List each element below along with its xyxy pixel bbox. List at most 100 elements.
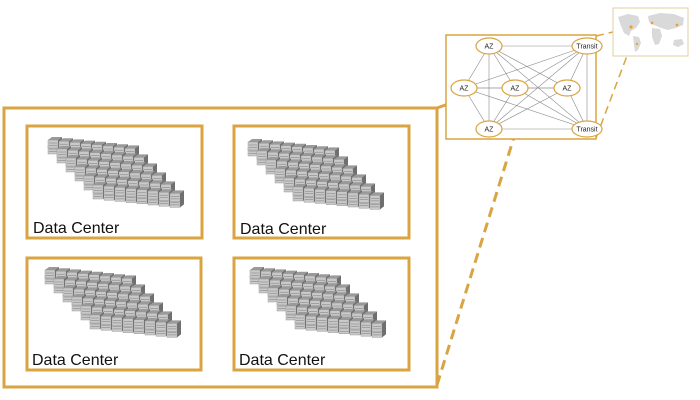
server-top [125, 307, 139, 311]
server-top [350, 182, 364, 186]
server-top [134, 316, 148, 320]
server-top [120, 283, 134, 287]
server-top [279, 286, 293, 290]
server-top [136, 309, 150, 312]
server-top [330, 172, 344, 175]
server-front [347, 192, 359, 202]
server-side [180, 190, 184, 202]
server-top [306, 177, 320, 181]
server-top [107, 289, 121, 293]
server-top [301, 288, 315, 292]
server-front [169, 193, 181, 202]
server-top [117, 176, 131, 180]
server-top [149, 302, 163, 306]
server-top [56, 268, 70, 272]
network-node-az-top: AZ [475, 37, 503, 55]
server-top [363, 311, 377, 315]
network-node-az-right: AZ [553, 79, 581, 97]
server-top [114, 306, 128, 310]
server-top [259, 140, 273, 144]
server-top [112, 314, 126, 318]
server-top [325, 283, 339, 287]
server-top [341, 309, 355, 312]
server-top [152, 172, 166, 176]
server-top [343, 165, 357, 169]
network-node-ellipse [475, 120, 503, 138]
server-top [268, 285, 282, 288]
server-top [48, 137, 62, 140]
server-top [286, 303, 300, 306]
server-top [81, 140, 95, 144]
server-top [266, 157, 280, 160]
network-node-ellipse [553, 79, 581, 97]
server-top [103, 143, 117, 146]
server-top [319, 170, 333, 174]
server-top [297, 304, 311, 308]
server-top [101, 150, 115, 154]
server-front [283, 177, 295, 187]
server-top [167, 320, 181, 324]
server-top [321, 163, 335, 166]
server-front [158, 191, 170, 201]
server-top [361, 319, 375, 323]
server-top [281, 278, 295, 282]
server-top [158, 311, 172, 315]
server-front [314, 189, 326, 198]
server-top [348, 190, 362, 193]
data-center-4: Data Center [232, 256, 411, 372]
server-front [74, 166, 86, 176]
server-front [133, 319, 145, 328]
server-front [56, 148, 68, 158]
server-top [109, 282, 123, 285]
server-top [54, 276, 68, 279]
server-top [45, 267, 59, 270]
server-top [277, 158, 291, 162]
server-front [83, 175, 95, 185]
server-top [128, 177, 142, 181]
server-top [70, 139, 84, 143]
server-front [303, 187, 315, 197]
server-front [103, 185, 115, 195]
server-rack-icon [44, 267, 181, 338]
server-top [308, 169, 322, 173]
server-top [272, 269, 286, 273]
server-top [299, 160, 313, 164]
data-center-3: Data Center [25, 256, 203, 372]
server-top [115, 184, 129, 188]
server-top [84, 173, 98, 176]
server-top [321, 298, 335, 302]
server-front [336, 191, 348, 201]
network-node-label: Transit [576, 127, 597, 134]
server-top [327, 275, 341, 279]
data-center-label: Data Center [32, 352, 119, 369]
server-top [78, 270, 92, 274]
server-top [140, 293, 154, 297]
server-top [132, 162, 146, 166]
server-top [341, 173, 355, 177]
network-node-ellipse [571, 37, 603, 55]
map-region-marker [650, 21, 654, 25]
server-top [110, 159, 124, 163]
server-top [147, 310, 161, 314]
server-top [123, 153, 137, 157]
world-map-icon [612, 7, 689, 57]
server-top [314, 282, 328, 285]
server-top [92, 141, 106, 145]
server-front [136, 189, 148, 199]
server-top [88, 157, 102, 161]
server-front [155, 322, 167, 331]
server-top [96, 288, 110, 292]
server-rack-icon [249, 267, 386, 338]
map-region-marker [675, 23, 679, 27]
server-top [141, 171, 155, 175]
server-front [249, 269, 261, 279]
server-top [139, 179, 153, 182]
server-top [143, 163, 157, 167]
server-top [93, 182, 107, 185]
server-front [71, 296, 83, 306]
server-top [288, 295, 302, 299]
server-top [370, 192, 384, 196]
mesh-edge [488, 87, 568, 130]
server-top [137, 186, 151, 190]
